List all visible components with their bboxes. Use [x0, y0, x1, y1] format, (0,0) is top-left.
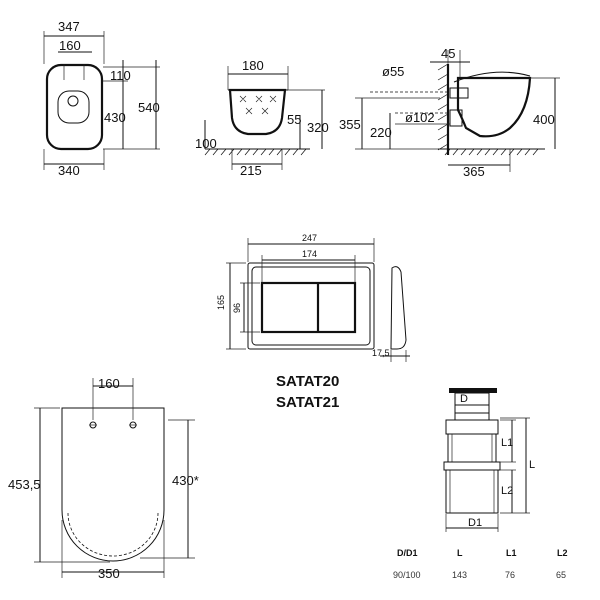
plan-view: 347 160 110 430 540 340: [43, 19, 160, 178]
front-height-320: 320: [307, 120, 329, 135]
pipe-connector: D D1 L L1 L2 D/D1 L L1 L2 90/100 143 76 …: [393, 388, 568, 580]
table-header-l: L: [457, 548, 463, 558]
pipe-label-d: D: [460, 393, 468, 405]
plate-inner-width: 174: [302, 249, 317, 259]
seat-height: 453,5: [8, 477, 41, 492]
pipe-lower-body: [445, 469, 499, 514]
side-width-bottom: 365: [463, 164, 485, 179]
table-cell-l: 143: [452, 570, 467, 580]
front-height-55: 55: [287, 112, 301, 127]
side-diameter-55: ø55: [382, 64, 404, 79]
front-width-top: 180: [242, 58, 264, 73]
side-height-400: 400: [533, 112, 555, 127]
pipe-spec-table: D/D1 L L1 L2 90/100 143 76 65: [393, 548, 568, 580]
toilet-seat: 160 453,5 430* 350: [8, 376, 199, 581]
plan-depth-total: 540: [138, 100, 160, 115]
plan-seat-opening: [57, 90, 90, 124]
plan-bowl-outline: [45, 63, 104, 151]
plate-side-profile: [390, 266, 407, 350]
pipe-mid-ring: [443, 461, 501, 471]
plan-width-total: 347: [58, 19, 80, 34]
plan-depth-top: 110: [110, 68, 131, 83]
front-width-bottom: 215: [240, 163, 262, 178]
side-bowl-outline: [456, 76, 532, 138]
table-header-d: D/D1: [397, 548, 418, 558]
seat-width: 350: [98, 566, 120, 581]
pipe-label-l1: L1: [501, 437, 513, 449]
table-cell-l2: 65: [556, 570, 566, 580]
plan-depth-mid: 430: [104, 110, 126, 125]
seat-holes-width: 160: [98, 376, 120, 391]
plate-buttons-frame: [260, 281, 357, 334]
side-height-220: 220: [370, 125, 392, 140]
pipe-top-cap: [449, 388, 497, 393]
pipe-upper-ring: [445, 419, 499, 435]
plate-width: 247: [302, 233, 317, 243]
table-cell-d: 90/100: [393, 570, 421, 580]
model-label-2: SATAT21: [276, 394, 339, 411]
pipe-label-l2: L2: [501, 485, 513, 497]
table-header-l2: L2: [557, 548, 568, 558]
side-height-355: 355: [339, 117, 361, 132]
side-diameter-102: ø102: [405, 110, 435, 125]
seat-height-star: 430*: [172, 473, 199, 488]
plate-inner-height: 96: [232, 303, 242, 313]
pipe-label-d1: D1: [468, 517, 482, 529]
side-depth-45: 45: [441, 46, 455, 61]
seat-outline: [61, 407, 165, 562]
front-view: 180 100 55 320 215: [195, 58, 329, 178]
flush-plate: 247 174 165 96 17,5 SATAT20 SATAT21: [216, 233, 410, 411]
front-bowl-outline: [228, 88, 287, 136]
table-header-l1: L1: [506, 548, 517, 558]
pipe-label-l: L: [529, 459, 535, 471]
model-label-1: SATAT20: [276, 373, 339, 390]
plan-outlet-circle: [67, 95, 79, 107]
pipe-upper-body: [447, 433, 497, 463]
table-cell-l1: 76: [505, 570, 515, 580]
plate-depth: 17,5: [372, 348, 390, 358]
plate-outer: [247, 262, 375, 350]
plate-height: 165: [216, 295, 226, 310]
plan-width-holes: 160: [59, 38, 81, 53]
side-view: 45 ø55 ø102 355 220 400 365: [339, 46, 560, 179]
front-height-100: 100: [195, 136, 217, 151]
plan-width-bottom: 340: [58, 163, 80, 178]
